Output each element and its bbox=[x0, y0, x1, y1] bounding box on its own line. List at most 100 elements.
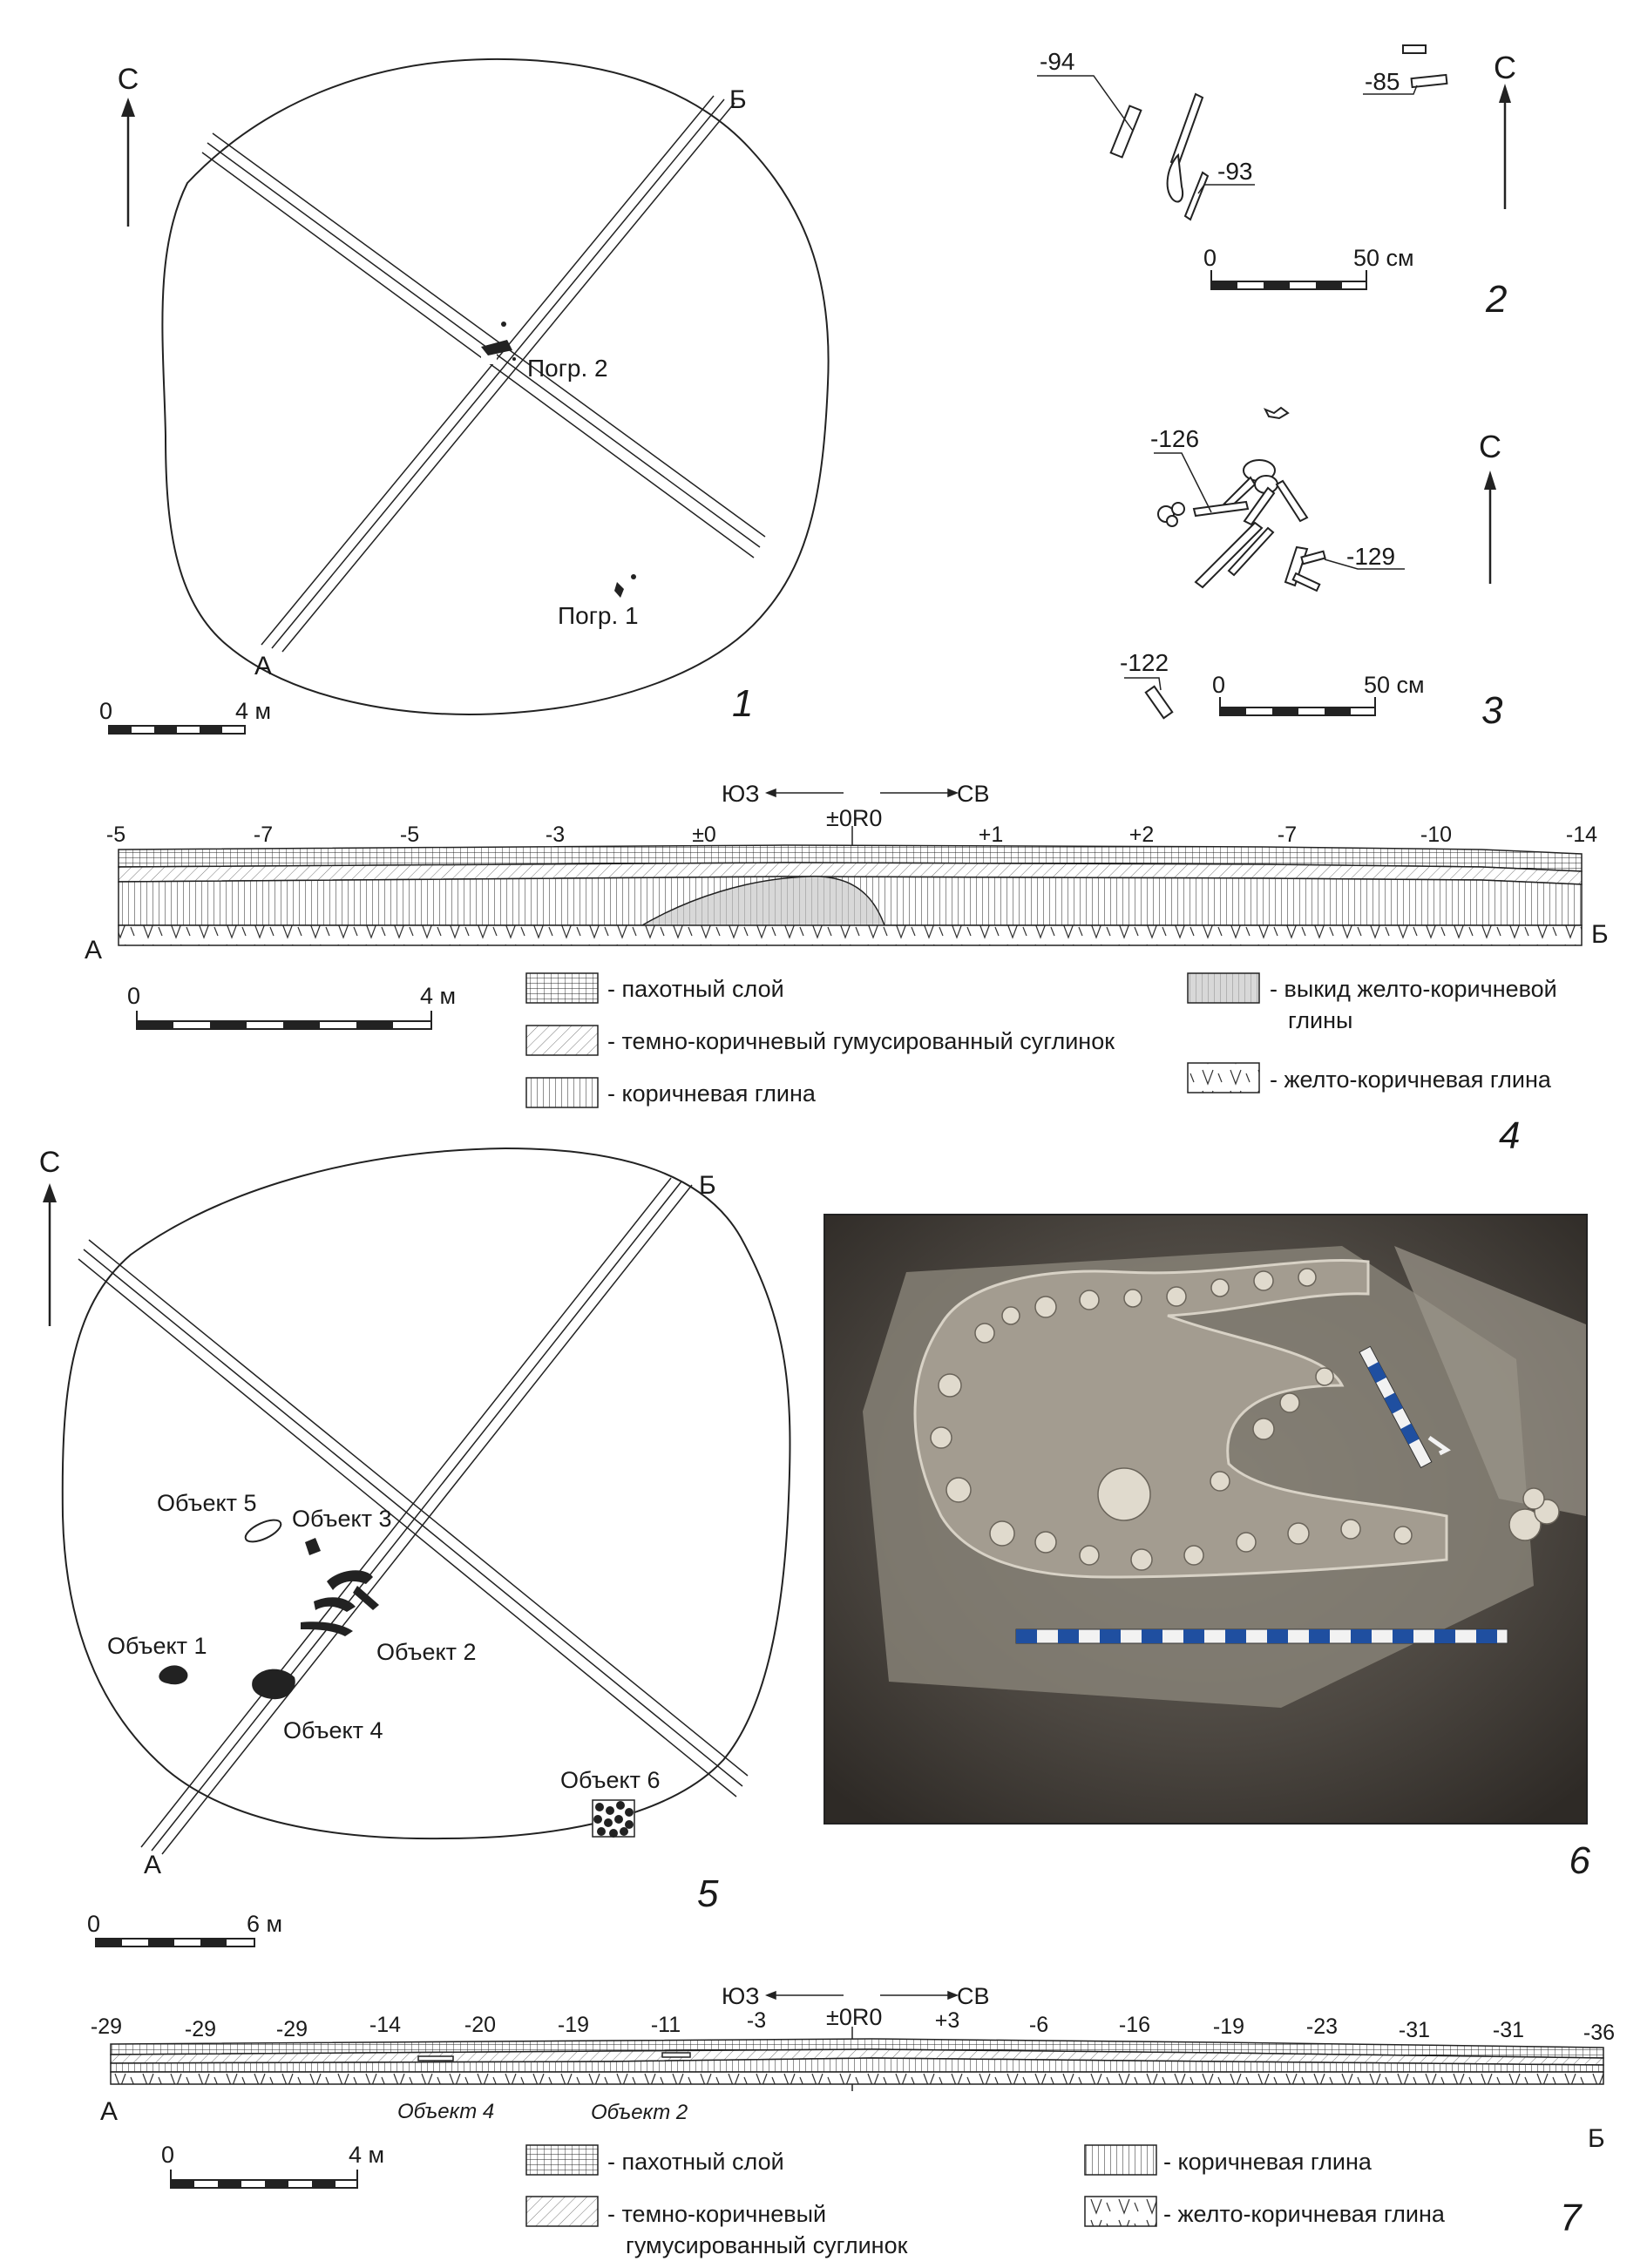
section-layers bbox=[110, 2038, 1604, 2085]
direction-sw: ЮЗ bbox=[722, 1983, 760, 2009]
fig4-section: ЮЗ СВ ±0R0 -5 -7 -5 -3 ±0 +1 +2 -7 -10 -… bbox=[85, 781, 1609, 1157]
north-arrow: С bbox=[1494, 50, 1516, 209]
point-a-label: А bbox=[254, 652, 272, 680]
svg-text:-31: -31 bbox=[1399, 2018, 1430, 2042]
fig3-burial-plan: С -126 -129 -122 bbox=[1120, 406, 1503, 732]
depth-leaders bbox=[1124, 452, 1405, 691]
north-label: С bbox=[39, 1146, 61, 1179]
scale-zero: 0 bbox=[161, 2142, 174, 2168]
figure-number: 4 bbox=[1499, 1114, 1520, 1157]
figure-number: 1 bbox=[732, 682, 753, 725]
scale-end: 4 м bbox=[235, 698, 271, 724]
north-label: С bbox=[118, 63, 139, 96]
svg-text:-29: -29 bbox=[185, 2017, 216, 2041]
svg-text:-19: -19 bbox=[558, 2013, 589, 2037]
section-layers bbox=[118, 844, 1583, 946]
burial-1-label: Погр. 1 bbox=[558, 602, 639, 629]
legend-yellow-clay: - желто-коричневая глина bbox=[1270, 1066, 1552, 1093]
object-3-label: Объект 3 bbox=[292, 1506, 391, 1532]
svg-text:+1: +1 bbox=[979, 823, 1004, 847]
direction-arrows bbox=[764, 788, 959, 798]
svg-text:±0: ±0 bbox=[692, 823, 716, 847]
svg-text:-7: -7 bbox=[254, 823, 273, 847]
benchmark-label: ±0R0 bbox=[826, 2004, 882, 2030]
object-sketches bbox=[159, 1519, 635, 1838]
svg-text:-20: -20 bbox=[464, 2013, 496, 2037]
trench-ne bbox=[140, 1177, 693, 1855]
point-a-label: А bbox=[100, 2097, 118, 2126]
point-b-label: Б bbox=[1591, 920, 1609, 949]
legend-yellow-clay: - желто-коричневая глина bbox=[1163, 2201, 1446, 2227]
benchmark-label: ±0R0 bbox=[826, 805, 882, 831]
svg-text:-10: -10 bbox=[1420, 823, 1452, 847]
legend: - пахотный слой - темно-коричневый гумус… bbox=[525, 2144, 1446, 2258]
north-arrow: С bbox=[1479, 429, 1501, 584]
direction-arrows bbox=[764, 1990, 959, 2001]
scale-bar: 0 6 м bbox=[87, 1911, 282, 1947]
svg-text:-23: -23 bbox=[1306, 2014, 1338, 2039]
object-6-label: Объект 6 bbox=[560, 1767, 660, 1793]
north-arrow: С bbox=[39, 1146, 61, 1326]
scale-zero: 0 bbox=[1203, 245, 1217, 271]
elevation-labels: -5 -7 -5 -3 ±0 +1 +2 -7 -10 -14 bbox=[106, 823, 1597, 847]
point-b-label: Б bbox=[729, 85, 747, 114]
skeleton-sketch bbox=[1144, 406, 1326, 720]
figure-number: 5 bbox=[697, 1872, 719, 1915]
scale-bar: 0 4 м bbox=[127, 983, 456, 1030]
layer-upcast bbox=[634, 876, 890, 940]
legend-loam-cont: гумусированный суглинок bbox=[626, 2232, 908, 2258]
svg-text:-3: -3 bbox=[546, 823, 565, 847]
direction-sw: ЮЗ bbox=[722, 781, 760, 807]
figure-number: 7 bbox=[1560, 2197, 1583, 2239]
svg-text:+3: +3 bbox=[935, 2008, 960, 2033]
direction-ne: СВ bbox=[957, 1983, 990, 2009]
direction-ne: СВ bbox=[957, 781, 990, 807]
object-1-label: Объект 1 bbox=[107, 1633, 207, 1659]
scale-zero: 0 bbox=[127, 983, 140, 1009]
svg-text:-7: -7 bbox=[1278, 823, 1297, 847]
svg-text:-6: -6 bbox=[1029, 2013, 1048, 2037]
figure-number: 2 bbox=[1485, 278, 1507, 321]
object-2-section-label: Объект 2 bbox=[591, 2101, 688, 2124]
legend-loam: - темно-коричневый bbox=[607, 2201, 826, 2227]
trench-ne bbox=[261, 95, 735, 653]
photo-ruler-horizontal bbox=[1015, 1628, 1508, 1644]
object-4-label: Объект 4 bbox=[283, 1717, 383, 1743]
photo-ruler-vertical bbox=[1359, 1345, 1433, 1469]
elevation-labels: -29 -29 -29 -14 -20 -19 -11 -3 +3 -6 -16… bbox=[91, 2008, 1615, 2045]
trench-nw bbox=[201, 132, 766, 559]
object-2-label: Объект 2 bbox=[376, 1639, 476, 1665]
scale-zero: 0 bbox=[1212, 672, 1225, 698]
svg-text:-14: -14 bbox=[369, 2013, 401, 2037]
north-label: С bbox=[1479, 429, 1501, 464]
object-5-label: Объект 5 bbox=[157, 1490, 256, 1516]
trench-nw bbox=[78, 1239, 749, 1797]
layer-yellow-clay bbox=[110, 2071, 1604, 2085]
fig5-plan: С Объект 5 Объект bbox=[39, 1146, 791, 1947]
legend-brown-clay: - коричневая глина bbox=[607, 1080, 817, 1107]
burial-2-sketch bbox=[481, 322, 516, 361]
point-b-label: Б bbox=[699, 1171, 716, 1200]
svg-text:-3: -3 bbox=[747, 2008, 766, 2033]
svg-text:-29: -29 bbox=[276, 2017, 308, 2041]
north-arrow: С bbox=[118, 63, 139, 227]
fig2-burial-plan: С -94 -85 -93 0 50 см 2 bbox=[1037, 44, 1516, 321]
svg-text:-11: -11 bbox=[651, 2013, 681, 2037]
legend-upcast-cont: глины bbox=[1288, 1007, 1352, 1033]
scale-end: 50 см bbox=[1364, 672, 1425, 698]
burial-1-sketch bbox=[614, 574, 636, 598]
scale-bar: 0 50 см bbox=[1203, 245, 1414, 290]
bone-sketches bbox=[1109, 44, 1448, 221]
figure-number: 6 bbox=[1569, 1839, 1591, 1882]
mound-outline bbox=[61, 1147, 791, 1840]
point-b-label: Б bbox=[1588, 2124, 1605, 2153]
depth-label: -85 bbox=[1365, 68, 1400, 95]
stone-arc bbox=[913, 1258, 1448, 1579]
svg-text:-16: -16 bbox=[1119, 2013, 1150, 2037]
point-a-label: А bbox=[85, 936, 102, 965]
burial-2-label: Погр. 2 bbox=[527, 355, 608, 382]
layer-yellow-clay bbox=[118, 924, 1583, 946]
object-4-section-label: Объект 4 bbox=[397, 2100, 494, 2123]
legend-plough: - пахотный слой bbox=[607, 976, 784, 1002]
